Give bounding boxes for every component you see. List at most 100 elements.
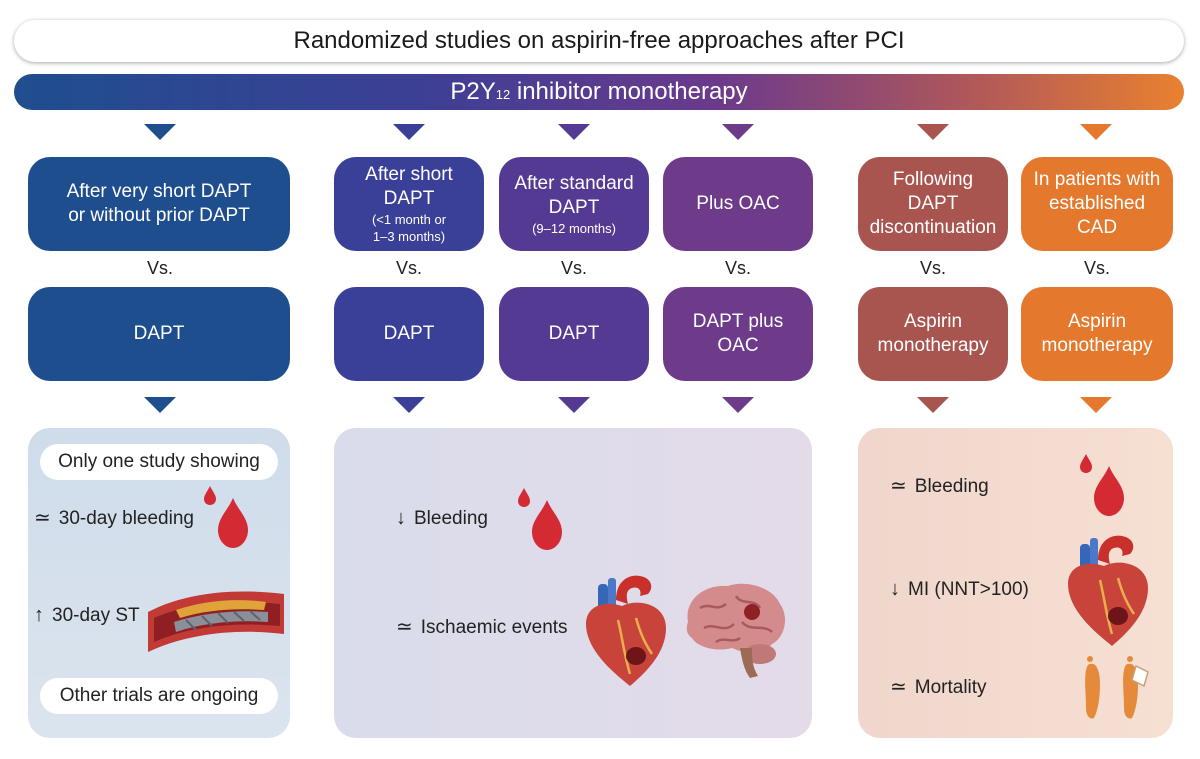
column-6-comparator-box: Aspirin monotherapy bbox=[1021, 287, 1173, 381]
column-2-comparator-text: DAPT bbox=[383, 323, 435, 344]
heart-vessels bbox=[1098, 577, 1136, 635]
stent bbox=[174, 611, 268, 632]
stent-struts bbox=[185, 610, 261, 631]
brain-stem bbox=[740, 648, 758, 678]
column-2-condition-note2: 1–3 months) bbox=[372, 229, 446, 244]
outcome-ischaemic-events-label: Ischaemic events bbox=[420, 617, 568, 638]
blood-drop-small bbox=[518, 488, 530, 507]
approximately-equal-icon: ≃ bbox=[890, 475, 907, 497]
column-6-condition-line2: established bbox=[1048, 193, 1146, 214]
column-6-condition-line3: CAD bbox=[1076, 217, 1118, 238]
column-2-condition-box: After short DAPT (<1 month or 1–3 months… bbox=[334, 157, 484, 251]
column-6-condition-line1: In patients with bbox=[1033, 169, 1161, 190]
arrow-down-icon bbox=[558, 124, 590, 140]
arrow-down-icon bbox=[144, 397, 176, 413]
blood-drop-large bbox=[532, 500, 562, 550]
vs-label: Vs. bbox=[560, 258, 587, 278]
vs-label: Vs. bbox=[724, 258, 751, 278]
blood-drop-large bbox=[1094, 466, 1124, 516]
outcome-mi-label: MI (NNT>100) bbox=[908, 579, 1029, 600]
arrow-down-icon bbox=[917, 397, 949, 413]
vs-label: Vs. bbox=[395, 258, 422, 278]
column-3-comparator-text: DAPT bbox=[548, 323, 600, 344]
diagram-title-text: Randomized studies on aspirin-free appro… bbox=[293, 27, 905, 54]
column-5-condition-box: Following DAPT discontinuation bbox=[858, 157, 1008, 251]
brain-folds bbox=[699, 595, 773, 644]
arrow-down-icon bbox=[722, 124, 754, 140]
column-1-comparator-box: DAPT bbox=[28, 287, 290, 381]
outcome-mortality: ≃Mortality bbox=[890, 674, 987, 699]
arrow-down-icon bbox=[1080, 397, 1112, 413]
blood-drop-large bbox=[218, 498, 248, 548]
outcome-30-day-st-label: 30-day ST bbox=[52, 605, 140, 626]
outcome-mi: ↓ MI (NNT>100) bbox=[890, 578, 1029, 601]
band-text-main: P2Y bbox=[450, 78, 496, 105]
outcome-ischaemic-events: ≃ Ischaemic events bbox=[396, 614, 568, 639]
vs-label: Vs. bbox=[1083, 258, 1110, 278]
left-toes bbox=[1087, 656, 1093, 662]
outcome-bleeding-right: ≃ Bleeding bbox=[890, 473, 989, 498]
column-4-condition-box: Plus OAC bbox=[663, 157, 813, 251]
stent-artery-icon bbox=[148, 591, 284, 652]
column-4-comparator-line2: OAC bbox=[717, 335, 759, 356]
left-foot bbox=[1085, 663, 1100, 719]
arrow-down-icon bbox=[144, 124, 176, 140]
column-3-condition-line1: After standard bbox=[514, 172, 634, 194]
column-4-comparator-line1: DAPT plus bbox=[692, 311, 784, 332]
arrow-down-symbol: ↓ bbox=[396, 507, 406, 529]
pill-only-one-study-text: Only one study showing bbox=[58, 451, 260, 472]
column-6-condition-box: In patients with established CAD bbox=[1021, 157, 1173, 251]
column-2-condition-line2: DAPT bbox=[383, 188, 435, 209]
column-2-comparator-box: DAPT bbox=[334, 287, 484, 381]
column-1-condition-line1: After very short DAPT bbox=[66, 181, 252, 202]
column-5-condition-line2: DAPT bbox=[907, 193, 959, 214]
heart-infarct bbox=[1108, 607, 1128, 625]
heart-aorta bbox=[616, 575, 652, 604]
heart-vessels bbox=[616, 617, 654, 675]
heart-infarct bbox=[626, 647, 646, 665]
diagram-title: Randomized studies on aspirin-free appro… bbox=[14, 20, 1184, 62]
column-6-comparator-line2: monotherapy bbox=[1041, 335, 1153, 356]
outcome-30-day-bleeding: ≃30-day bleeding bbox=[34, 505, 194, 530]
column-1-condition-box: After very short DAPT or without prior D… bbox=[28, 157, 290, 251]
brain-icon bbox=[686, 583, 786, 678]
column-3-condition-note1: (9–12 months) bbox=[532, 220, 616, 236]
outcome-bleeding-right-label: Bleeding bbox=[914, 476, 989, 497]
pill-only-one-study: Only one study showing bbox=[40, 444, 278, 480]
band-text-subscript: 12 bbox=[495, 86, 511, 102]
outcome-panel-middle bbox=[334, 428, 812, 738]
brain-lesion bbox=[744, 604, 760, 620]
arrow-down-icon bbox=[558, 397, 590, 413]
heart-artery bbox=[1090, 538, 1098, 568]
pill-other-trials-text: Other trials are ongoing bbox=[59, 685, 259, 706]
right-toes bbox=[1127, 656, 1133, 662]
column-4-comparator-box: DAPT plus OAC bbox=[663, 287, 813, 381]
arrow-down-icon bbox=[722, 397, 754, 413]
brain-cerebrum bbox=[686, 583, 786, 653]
heart-artery bbox=[608, 578, 616, 608]
column-2-condition-note1: (<1 month or bbox=[371, 212, 447, 227]
approximately-equal-icon: ≃ bbox=[396, 616, 413, 638]
outcome-mortality-label: Mortality bbox=[914, 677, 987, 698]
column-6-comparator-line1: Aspirin bbox=[1067, 311, 1127, 332]
outcome-bleeding-middle: ↓Bleeding bbox=[396, 507, 488, 530]
blood-drop-icon bbox=[1080, 454, 1124, 516]
arrow-down-icon bbox=[1080, 124, 1112, 140]
column-2-condition-line1: After short bbox=[365, 164, 453, 185]
arrow-down-symbol: ↓ bbox=[890, 578, 900, 600]
blood-drop-icon bbox=[204, 486, 248, 548]
arrow-up-icon: ↑ bbox=[34, 604, 44, 626]
column-3-condition-line2: DAPT bbox=[548, 196, 600, 218]
column-5-comparator-line2: monotherapy bbox=[877, 335, 989, 356]
heart-body bbox=[1068, 562, 1148, 646]
column-1-condition-line2: or without prior DAPT bbox=[68, 205, 250, 226]
column-3-condition-box: After standard DAPT (9–12 months) bbox=[499, 157, 649, 251]
plaque bbox=[176, 600, 266, 618]
pill-other-trials: Other trials are ongoing bbox=[40, 678, 278, 714]
heart-body bbox=[586, 602, 666, 686]
blood-drop-small bbox=[204, 486, 216, 505]
arrow-down-icon bbox=[393, 397, 425, 413]
column-1-comparator-text: DAPT bbox=[133, 323, 185, 344]
blood-drop-icon bbox=[518, 488, 562, 550]
